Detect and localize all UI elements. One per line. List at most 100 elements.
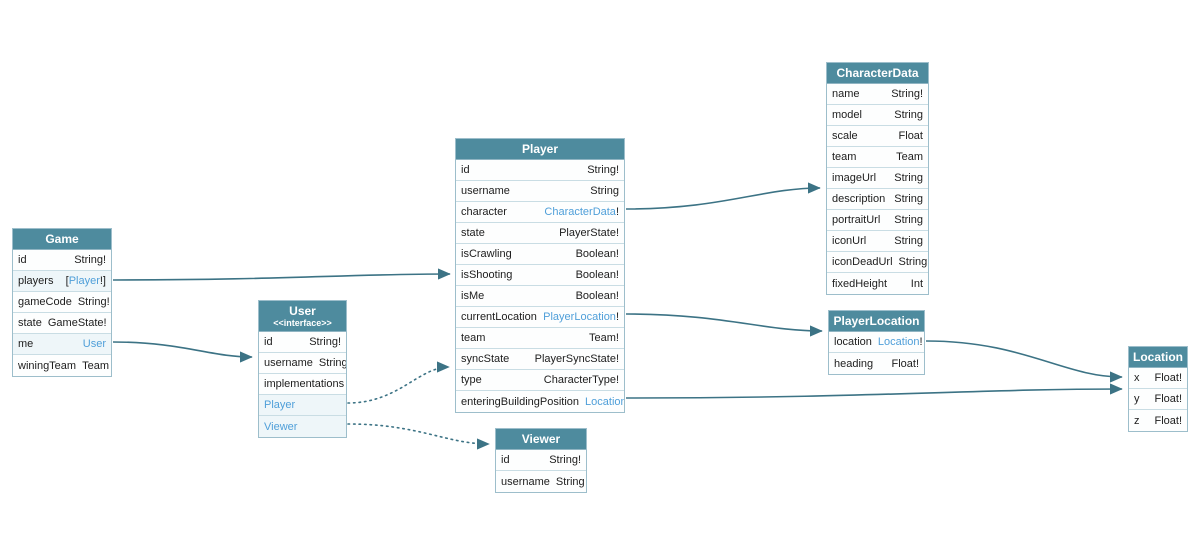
type-text: PlayerState! xyxy=(559,227,619,239)
field-row-imageUrl[interactable]: imageUrl String xyxy=(827,168,928,189)
type-text: Int xyxy=(910,277,923,290)
field-name: state xyxy=(18,317,42,329)
field-name: id xyxy=(18,254,27,266)
type-text: String! xyxy=(549,454,581,466)
type-text: String xyxy=(894,193,923,205)
type-text: Team xyxy=(896,151,923,163)
type-link[interactable]: Player xyxy=(264,399,296,411)
field-row-players[interactable]: players[Player!] xyxy=(13,271,111,292)
edge-user-player-to-player xyxy=(347,361,450,404)
entity-header-location[interactable]: Location xyxy=(1129,347,1187,368)
type-link[interactable]: PlayerLocation xyxy=(543,311,616,323)
field-row-fixedHeight[interactable]: fixedHeight Int xyxy=(827,273,928,294)
field-name: type xyxy=(461,374,482,386)
field-type: String xyxy=(556,476,585,488)
entity-header-playerlocation[interactable]: PlayerLocation xyxy=(829,311,924,332)
field-name: fixedHeight xyxy=(832,277,888,290)
type-link[interactable]: Player xyxy=(68,275,100,287)
field-name: state xyxy=(461,227,485,239)
entity-title: PlayerLocation xyxy=(833,313,920,328)
field-type: Float! xyxy=(1154,393,1182,405)
field-row-x[interactable]: x Float! xyxy=(1129,368,1187,389)
edge-playerlocation-location-to-location xyxy=(925,340,1123,383)
field-row-state[interactable]: state PlayerState! xyxy=(456,223,624,244)
field-type: String xyxy=(894,172,923,184)
field-type: String xyxy=(894,109,923,121)
field-type: PlayerSyncState! xyxy=(535,353,619,365)
field-name: x xyxy=(1134,372,1140,384)
field-type: PlayerState! xyxy=(559,227,619,239)
field-row-scale[interactable]: scale Float xyxy=(827,126,928,147)
type-link[interactable]: CharacterData xyxy=(544,206,616,218)
field-type: Team xyxy=(896,151,923,163)
type-text: Float xyxy=(898,130,923,142)
field-type: String xyxy=(894,193,923,205)
entity-header-user[interactable]: User<<interface>> xyxy=(259,301,346,332)
field-name: id xyxy=(461,164,470,176)
edge-player-enteringbuildingposition-to-location xyxy=(625,383,1123,399)
field-name: imageUrl xyxy=(832,172,877,184)
type-link[interactable]: Location xyxy=(585,395,624,408)
field-type: String xyxy=(899,256,928,268)
entity-header-characterdata[interactable]: CharacterData xyxy=(827,63,928,84)
entity-subtitle: <<interface>> xyxy=(273,317,332,328)
implementations-row[interactable]: implementations xyxy=(259,374,346,395)
type-text: GameState! xyxy=(47,317,107,329)
type-text: Float! xyxy=(1154,372,1182,384)
field-row-Player[interactable]: Player xyxy=(259,395,346,416)
entity-header-game[interactable]: Game xyxy=(13,229,111,250)
type-link[interactable]: Location xyxy=(877,336,920,348)
field-row-state[interactable]: state GameState! xyxy=(13,313,111,334)
field-type: Float xyxy=(899,130,923,142)
type-text: Boolean! xyxy=(575,248,619,260)
entity-header-viewer[interactable]: Viewer xyxy=(496,429,586,450)
field-name: model xyxy=(832,109,862,121)
field-name: username xyxy=(264,357,313,369)
edge-player-currentlocation-to-playerlocation xyxy=(625,313,823,337)
type-text: String xyxy=(894,235,923,247)
type-text: [ xyxy=(65,275,69,287)
field-row-model[interactable]: model String xyxy=(827,105,928,126)
edge-game-players-to-player xyxy=(112,268,451,281)
field-name: character xyxy=(461,206,507,218)
field-name: scale xyxy=(832,130,858,142)
entity-header-player[interactable]: Player xyxy=(456,139,624,160)
field-type: Team xyxy=(82,360,109,372)
field-row-Viewer[interactable]: Viewer xyxy=(259,416,346,437)
type-link[interactable]: Viewer xyxy=(264,420,298,433)
type-link[interactable]: User xyxy=(82,338,106,350)
